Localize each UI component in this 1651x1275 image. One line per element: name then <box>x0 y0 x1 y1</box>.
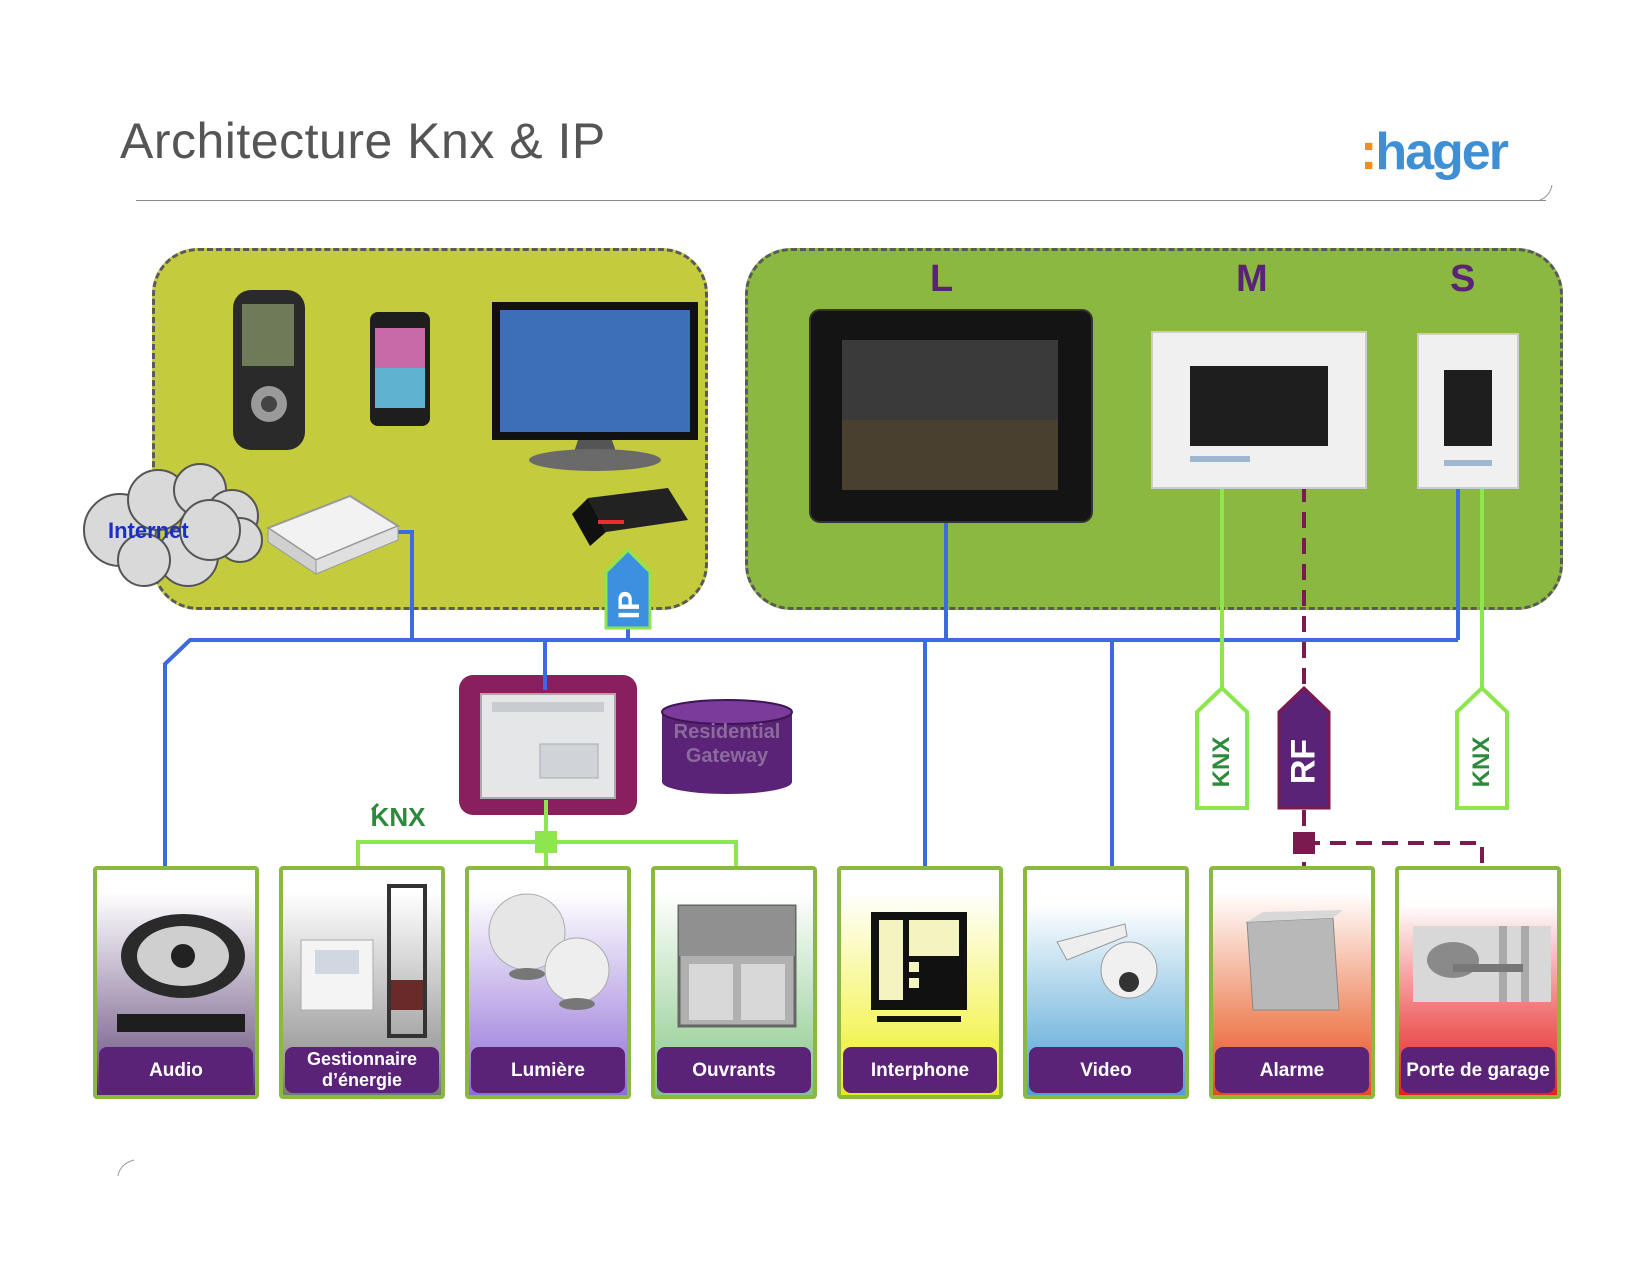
knx-logo-icon <box>364 800 432 830</box>
card-energie-label: Gestionnaire d’énergie <box>285 1047 439 1093</box>
knx-tag-m-label: KNX <box>1208 736 1235 788</box>
knx-junction <box>535 831 557 853</box>
card-audio[interactable]: Audio <box>93 866 259 1099</box>
rf-link-garage <box>1304 841 1484 866</box>
card-lumiere[interactable]: Lumière <box>465 866 631 1099</box>
logo-text: hager <box>1375 123 1509 181</box>
garage-motor-icon <box>1413 926 1551 1002</box>
card-garage-label: Porte de garage <box>1401 1047 1555 1093</box>
card-video-label: Video <box>1029 1047 1183 1093</box>
monitor-icon <box>492 302 698 471</box>
light-globe-icon <box>488 893 610 1010</box>
gateway-device-icon <box>480 693 616 799</box>
remote-control-icon <box>233 290 305 450</box>
knx-tag-s <box>1455 685 1509 810</box>
knx-tag-m <box>1195 685 1249 810</box>
size-label-s: S <box>1450 258 1476 300</box>
gateway-label-line2: Gateway <box>685 745 769 767</box>
card-ouvrants[interactable]: Ouvrants <box>651 866 817 1099</box>
card-interphone-label: Interphone <box>843 1047 997 1093</box>
touch-panel-m-icon <box>1151 331 1367 489</box>
card-alarme[interactable]: Alarme <box>1209 866 1375 1099</box>
energy-manager-icon <box>300 884 427 1038</box>
corner-mark-top <box>1539 184 1553 201</box>
page-title: Architecture Knx & IP <box>120 113 606 169</box>
knx-bus-logo-label: KNX <box>370 802 426 832</box>
ip-bus-main <box>163 638 1458 866</box>
gateway-cylinder-icon <box>661 699 793 794</box>
interphone-icon <box>871 912 967 1022</box>
card-energie[interactable]: Gestionnaire d’énergie <box>279 866 445 1099</box>
card-audio-label: Audio <box>99 1047 253 1093</box>
card-garage[interactable]: Porte de garage <box>1395 866 1561 1099</box>
security-camera-icon <box>1056 923 1158 999</box>
ip-tag <box>604 547 652 630</box>
smartphone-icon <box>370 312 430 426</box>
logo-colon: : <box>1360 123 1377 181</box>
title-divider <box>136 200 1546 201</box>
gateway-label-line1: Residential <box>673 721 781 743</box>
window-shutter-icon <box>677 904 797 1028</box>
internet-label: Internet <box>108 518 189 543</box>
card-interphone[interactable]: Interphone <box>837 866 1003 1099</box>
internet-cloud-icon <box>83 463 263 587</box>
size-label-m: M <box>1236 258 1268 300</box>
residential-gateway-label: Residential Gateway <box>662 720 792 768</box>
card-lumiere-label: Lumière <box>471 1047 625 1093</box>
touch-panel-l-icon <box>809 309 1093 523</box>
hager-logo: :hager <box>1360 122 1509 182</box>
card-ouvrants-label: Ouvrants <box>657 1047 811 1093</box>
router-icon <box>265 494 401 575</box>
speaker-icon <box>117 914 245 1032</box>
rf-junction <box>1293 832 1315 854</box>
touch-panel-s-icon <box>1417 333 1519 489</box>
rf-tag <box>1277 685 1331 810</box>
rf-tag-label: RF <box>1284 738 1323 785</box>
ip-link-router <box>398 530 414 640</box>
card-alarme-label: Alarme <box>1215 1047 1369 1093</box>
corner-mark-bottom <box>117 1159 135 1177</box>
card-video[interactable]: Video <box>1023 866 1189 1099</box>
set-top-box-icon <box>572 488 688 546</box>
alarm-panel-icon <box>1246 910 1343 1011</box>
ip-tag-label: IP <box>613 590 646 620</box>
knx-tag-s-label: KNX <box>1468 736 1495 788</box>
size-label-l: L <box>930 258 954 300</box>
